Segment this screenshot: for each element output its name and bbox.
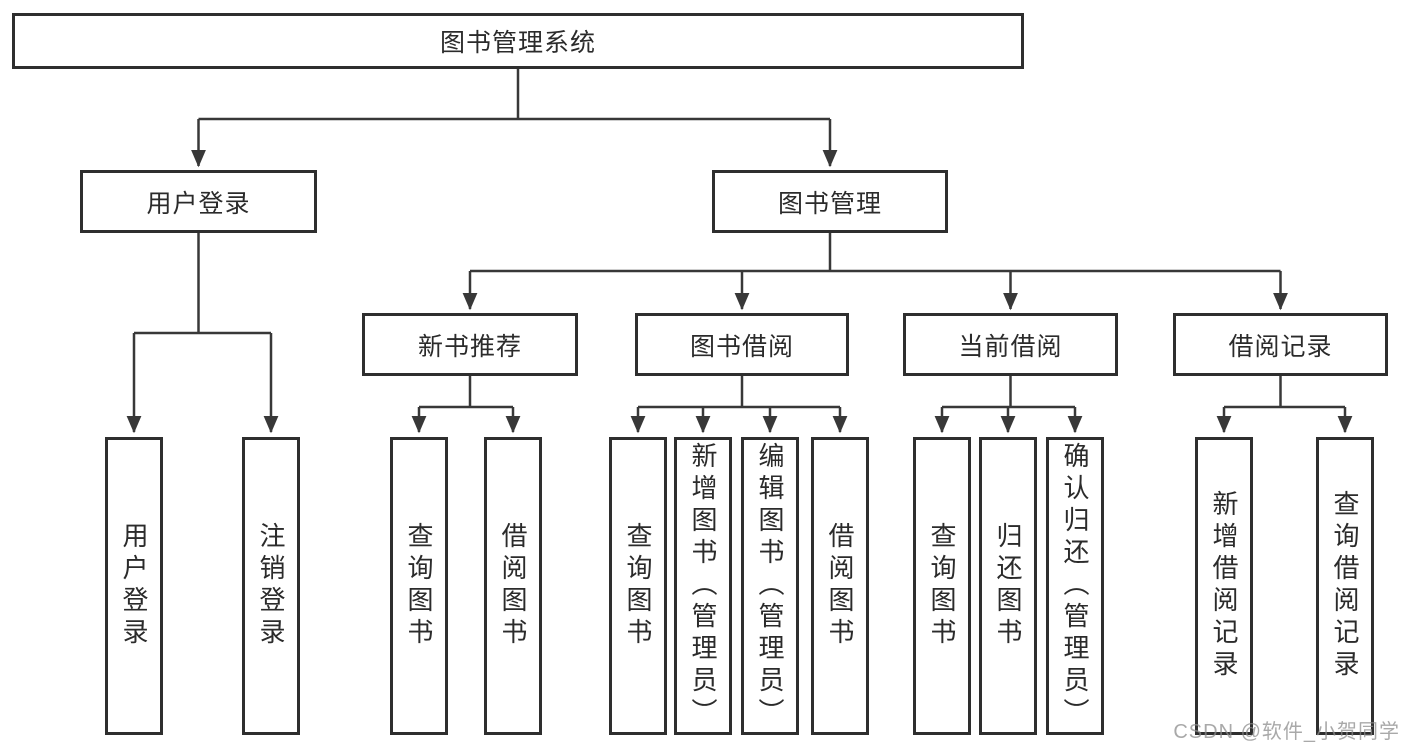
node-borrowing-records: 借阅记录 (1173, 313, 1388, 376)
node-book-management-branch: 图书管理 (712, 170, 948, 233)
node-label: 查询借阅记录 (1330, 490, 1360, 682)
node-label: 确认归还（管理员） (1060, 442, 1090, 730)
node-current-borrowing: 当前借阅 (903, 313, 1118, 376)
node-label: 查询图书 (927, 522, 957, 650)
leaf-query-books-recommend: 查询图书 (390, 437, 448, 735)
leaf-add-books-admin: 新增图书（管理员） (674, 437, 732, 735)
leaf-query-books-borrowing: 查询图书 (609, 437, 667, 735)
leaf-query-books-current: 查询图书 (913, 437, 971, 735)
node-label: 归还图书 (993, 522, 1023, 650)
leaf-user-login: 用户登录 (105, 437, 163, 735)
node-label: 新增图书（管理员） (688, 442, 718, 730)
node-label: 借阅记录 (1228, 332, 1333, 361)
csdn-watermark: CSDN @软件_小贺同学 (1173, 721, 1400, 743)
node-label: 新书推荐 (417, 332, 522, 361)
node-root-system: 图书管理系统 (12, 13, 1024, 69)
leaf-borrow-books: 借阅图书 (811, 437, 869, 735)
node-label: 注销登录 (256, 522, 286, 650)
node-label: 查询图书 (404, 522, 434, 650)
node-label: 新增借阅记录 (1209, 490, 1239, 682)
node-user-login-branch: 用户登录 (80, 170, 317, 233)
node-label: 图书管理系统 (439, 29, 596, 57)
leaf-return-books: 归还图书 (979, 437, 1037, 735)
leaf-edit-books-admin: 编辑图书（管理员） (741, 437, 799, 735)
node-label: 查询图书 (623, 522, 653, 650)
node-label: 用户登录 (146, 189, 251, 218)
node-label: 借阅图书 (498, 522, 528, 650)
node-new-book-recommend: 新书推荐 (362, 313, 578, 376)
node-label: 用户登录 (119, 522, 149, 650)
leaf-query-borrow-record: 查询借阅记录 (1316, 437, 1374, 735)
leaf-confirm-return-admin: 确认归还（管理员） (1046, 437, 1104, 735)
node-book-borrowing: 图书借阅 (635, 313, 849, 376)
node-label: 当前借阅 (958, 332, 1063, 361)
node-label: 借阅图书 (825, 522, 855, 650)
node-label: 编辑图书（管理员） (755, 442, 785, 730)
node-label: 图书管理 (777, 189, 882, 218)
leaf-logout: 注销登录 (242, 437, 300, 735)
node-label: 图书借阅 (689, 332, 794, 361)
leaf-add-borrow-record: 新增借阅记录 (1195, 437, 1253, 735)
leaf-borrow-books-recommend: 借阅图书 (484, 437, 542, 735)
